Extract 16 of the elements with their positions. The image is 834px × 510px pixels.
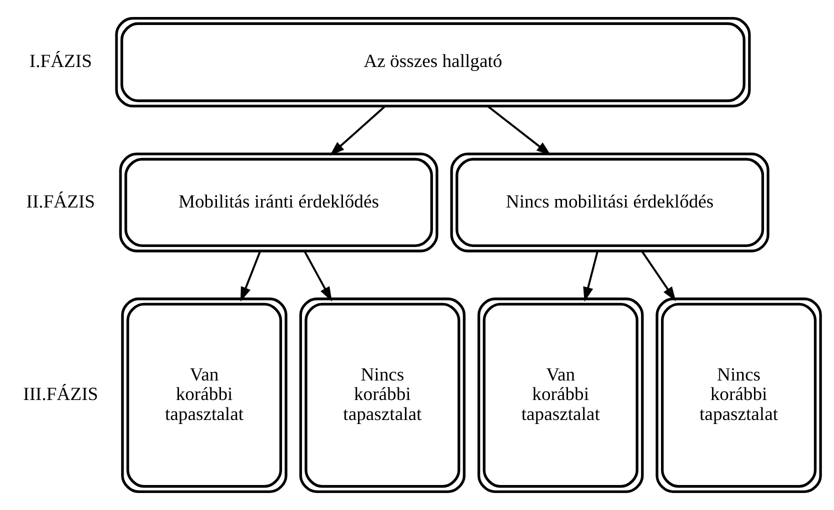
node-box: Mobilitás iránti érdeklődés	[119, 152, 438, 252]
node-box: Nincs korábbi tapasztalat	[656, 298, 822, 493]
label: III.FÁZIS	[23, 384, 98, 406]
node-box: Az összes hallgató	[115, 17, 751, 108]
arrow	[330, 106, 386, 156]
arrow	[304, 250, 332, 302]
node-box: Nincs mobilitási érdeklődés	[450, 152, 770, 252]
arrow	[583, 251, 598, 302]
arrow	[641, 250, 676, 302]
arrow	[240, 250, 262, 302]
node-box: Nincs korábbi tapasztalat	[299, 298, 466, 493]
label: II.FÁZIS	[26, 191, 96, 212]
arrow	[487, 106, 552, 156]
node-box: Van korábbi tapasztalat	[478, 298, 644, 493]
label: I.FÁZIS	[29, 51, 92, 72]
node-box: Van korábbi tapasztalat	[121, 298, 288, 493]
